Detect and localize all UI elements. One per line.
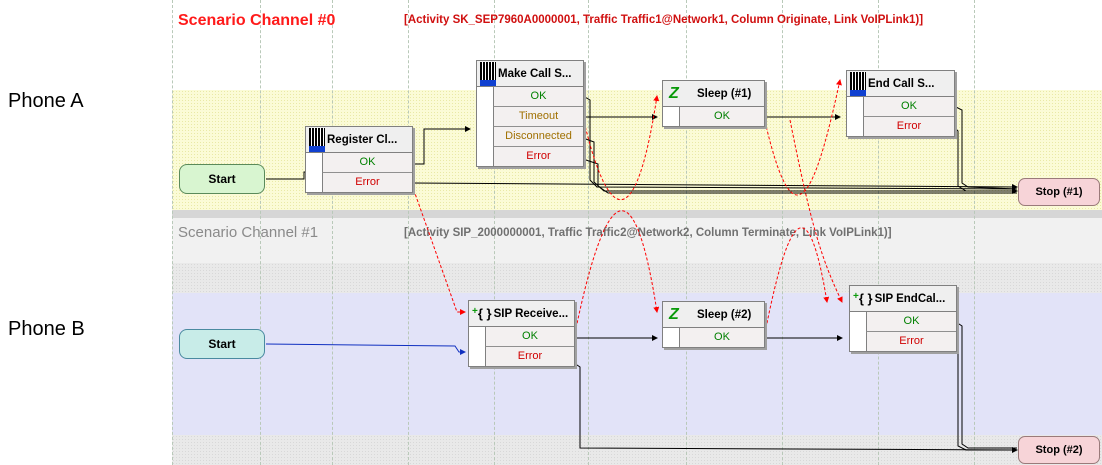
wire-sip-end-ok [955,321,1017,449]
wire-end-call-ok [953,105,1018,190]
register-ok-port[interactable]: OK [322,153,412,173]
end-call-title: End Call S... [847,71,954,97]
hl-icon [309,127,325,152]
sleep-icon: Z [669,84,679,102]
grid-line [260,0,261,465]
channel-divider [172,210,1102,218]
grid-line [686,0,687,465]
channel-1-title: Scenario Channel #1 [178,224,319,241]
code-icon: +{ } [853,291,873,306]
stop-node-channel-0[interactable]: Stop (#1) [1018,178,1100,206]
end-call-ok-port[interactable]: OK [863,97,954,117]
channel-1-description: [Activity SIP_2000000001, Traffic Traffi… [404,227,892,239]
grid-line [878,0,879,465]
wire-make-call-ok [582,95,1018,190]
sip-receive-ok-port[interactable]: OK [485,327,574,347]
make-call-ok-port[interactable]: OK [493,87,583,107]
end-call-error-port[interactable]: Error [863,117,954,136]
phone-a-label: Phone A [8,90,84,112]
scenario-canvas[interactable]: Scenario Channel #0 [Activity SK_SEP7960… [172,0,1102,465]
wire-make-call-error [582,158,1017,194]
grid-line [974,0,975,465]
phone-b-label: Phone B [8,318,85,340]
grid-line [782,0,783,465]
sync-sip-receive-to-sleep2 [573,210,660,339]
make-call-title: Make Call S... [477,61,583,87]
start-node-channel-1[interactable]: Start [179,329,265,359]
grid-line [332,0,333,465]
register-client-title: Register Cl... [306,127,412,153]
sip-receive-error-port[interactable]: Error [485,347,574,366]
make-call-block[interactable]: Make Call S... OK Timeout Disconnected E… [476,60,584,167]
sync-sleep1-to-end-call [763,79,842,196]
end-call-block[interactable]: End Call S... OK Error [846,70,955,137]
sync-sleep2-to-sip-end [763,227,830,339]
code-icon: +{ } [472,306,492,321]
sleep-1-ok-port[interactable]: OK [679,107,764,126]
sync-end-call-to-sip-end [789,119,843,303]
sync-make-call-to-sleep1 [582,95,660,201]
grid-line [588,0,589,465]
wire-start-sip-receive [265,343,466,355]
sip-endcall-title: +{ } SIP EndCal... [850,286,956,312]
channel-1-lane-bottom [172,435,1102,465]
make-call-error-port[interactable]: Error [493,147,583,166]
wire-register-error [411,182,1018,190]
register-client-block[interactable]: Register Cl... OK Error [305,126,413,193]
sleep-2-ok-port[interactable]: OK [679,328,764,347]
make-call-disconnected-port[interactable]: Disconnected [493,127,583,147]
wire-end-call-error [953,126,1018,194]
channel-0-description: [Activity SK_SEP7960A0000001, Traffic Tr… [404,14,924,26]
grid-line [494,0,495,465]
hl-icon [480,61,496,86]
connection-wires [265,79,1018,453]
sync-register-to-sip-receive [411,184,466,315]
wire-register-ok [412,126,471,165]
wire-sip-end-error [955,341,1017,451]
hl-icon [850,71,866,96]
sleep-1-block[interactable]: Z Sleep (#1) OK [662,80,765,127]
sip-receive-block[interactable]: +{ } SIP Receive... OK Error [468,300,575,367]
grid-line [408,0,409,465]
sip-endcall-ok-port[interactable]: OK [866,312,956,332]
sip-endcall-block[interactable]: +{ } SIP EndCal... OK Error [849,285,957,352]
stop-node-channel-1[interactable]: Stop (#2) [1018,436,1100,464]
channel-0-title: Scenario Channel #0 [178,12,336,29]
sleep-1-title: Z Sleep (#1) [663,81,764,107]
grid-line [172,0,173,465]
make-call-timeout-port[interactable]: Timeout [493,107,583,127]
register-error-port[interactable]: Error [322,173,412,192]
sleep-2-title: Z Sleep (#2) [663,302,764,328]
start-node-channel-0[interactable]: Start [179,164,265,194]
wire-sip-receive-error [573,362,1018,453]
channel-1-header-band [172,218,1102,263]
sleep-2-block[interactable]: Z Sleep (#2) OK [662,301,765,348]
wire-make-call-disconnected [582,137,1017,192]
sip-endcall-error-port[interactable]: Error [866,332,956,351]
sleep-icon: Z [669,305,679,323]
sip-receive-title: +{ } SIP Receive... [469,301,574,327]
